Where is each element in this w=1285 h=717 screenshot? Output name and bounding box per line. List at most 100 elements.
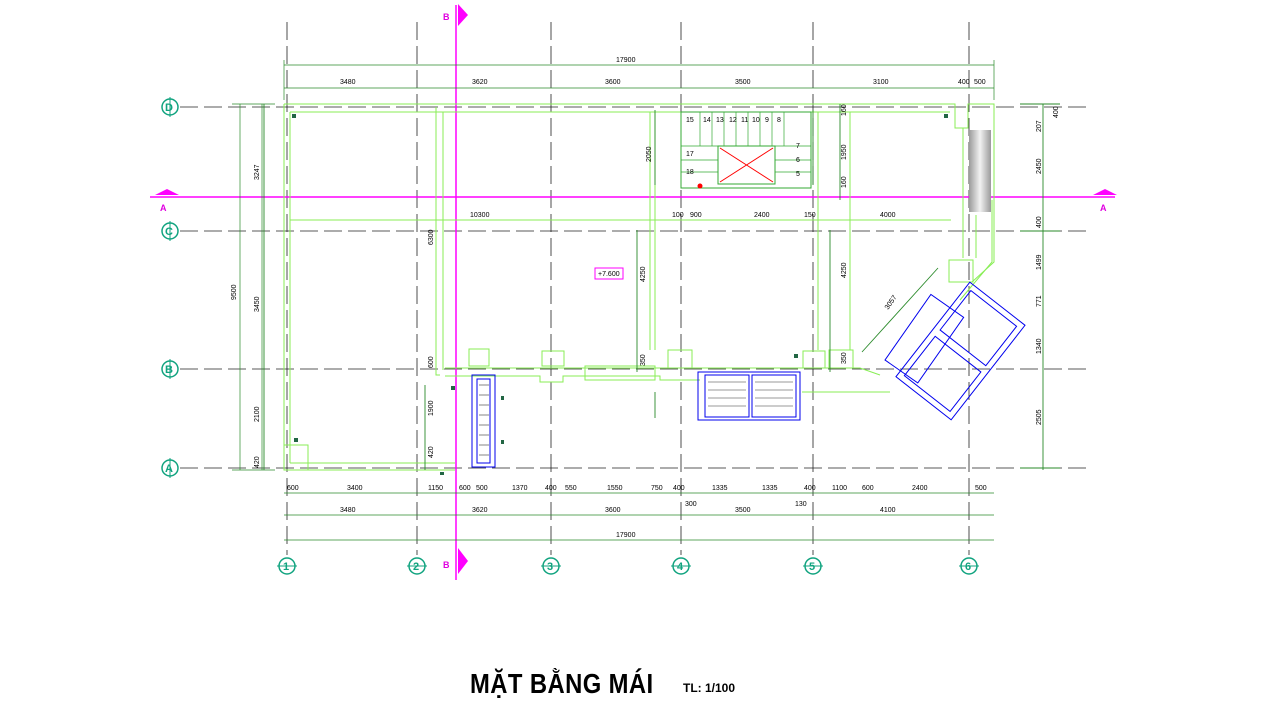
int-dim-1900: 1900: [428, 400, 435, 416]
stair-step-15: 15: [686, 117, 694, 124]
left-dim-2: 3450: [254, 296, 261, 312]
grid-row-a: A: [161, 458, 179, 478]
bot-detail-11: 400: [673, 485, 685, 492]
grid-col-2: 2: [407, 557, 427, 575]
bot-detail-18: 500: [975, 485, 987, 492]
svg-text:B: B: [165, 364, 173, 376]
svg-text:C: C: [165, 226, 173, 238]
int-dim-600: 600: [428, 356, 435, 368]
bot-detail-10: 750: [651, 485, 663, 492]
bot-detail-14: 400: [804, 485, 816, 492]
stair-step-6: 6: [796, 157, 800, 164]
top-dim-3: 3600: [605, 79, 621, 86]
staircase: 15 17 18 14 13 12 11 10 9 8 7 6 5: [680, 111, 812, 189]
elevation-mark: +7.600: [594, 267, 624, 280]
grid-row-c: C: [161, 221, 179, 241]
bot-detail-5: 500: [476, 485, 488, 492]
svg-text:5: 5: [809, 561, 815, 573]
section-a-label-left: A: [160, 203, 167, 213]
grid-col-4: 4: [671, 557, 691, 575]
int-dim-100: 100: [672, 212, 684, 219]
water-tank: [969, 130, 991, 212]
left-dimension-lines: [232, 103, 275, 471]
left-dim-4: 420: [254, 456, 261, 468]
top-dim-5: 3100: [873, 79, 889, 86]
bot-detail-3: 1150: [428, 485, 443, 492]
elevation-label: +7.600: [598, 271, 620, 278]
right-dim-5: 1499: [1036, 254, 1043, 270]
int-dim-350-a: 350: [640, 354, 647, 366]
bot-span-4: 3500: [735, 507, 751, 514]
stair-step-9: 9: [765, 117, 769, 124]
svg-text:3: 3: [547, 561, 553, 573]
svg-text:6: 6: [965, 561, 971, 573]
left-dim-3: 2100: [254, 406, 261, 422]
right-dim-1: 400: [1053, 106, 1060, 118]
bot-detail-12: 1335: [712, 485, 728, 492]
right-dim-8: 2505: [1036, 409, 1043, 425]
int-dim-4000: 4000: [880, 212, 896, 219]
left-total-dim: 9500: [231, 284, 238, 300]
bot-detail-17: 2400: [912, 485, 928, 492]
right-dim-2: 207: [1036, 120, 1043, 132]
column-bubbles: 1 2 3 4 5 6: [277, 557, 979, 575]
int-dim-350-b: 350: [841, 352, 848, 364]
top-dim-2: 3620: [472, 79, 488, 86]
int-dim-4250-a: 4250: [640, 266, 647, 282]
int-dim-10300: 10300: [470, 212, 490, 219]
bot-detail-1: 600: [287, 485, 299, 492]
int-dim-150: 150: [804, 212, 816, 219]
structure-lines: [263, 103, 1060, 470]
bot-detail-4: 600: [459, 485, 471, 492]
stair-step-11: 11: [741, 117, 748, 124]
bot-extra-300: 300: [685, 501, 697, 508]
grid-col-5: 5: [803, 557, 823, 575]
int-dim-2050: 2050: [646, 146, 653, 162]
bot-detail-15: 1100: [832, 485, 847, 492]
bot-span-5: 4100: [880, 507, 896, 514]
grid-col-6: 6: [959, 557, 979, 575]
bot-detail-8: 550: [565, 485, 577, 492]
bot-detail-2: 3400: [347, 485, 363, 492]
top-dimension-lines: [283, 60, 995, 100]
left-dim-1: 3247: [254, 164, 261, 180]
grid-row-b: B: [161, 359, 179, 379]
right-dim-7: 1340: [1036, 338, 1043, 354]
roof-panels: [471, 281, 1026, 468]
bot-extra-130: 130: [795, 501, 807, 508]
int-dim-4250-b: 4250: [841, 262, 848, 278]
top-dim-7: 500: [974, 79, 986, 86]
stair-step-5: 5: [796, 171, 800, 178]
bot-detail-16: 600: [862, 485, 874, 492]
bot-detail-6: 1370: [512, 485, 528, 492]
svg-text:A: A: [165, 463, 173, 475]
int-dim-diag: 3057: [884, 294, 899, 311]
drawing-title: MẶT BẰNG MÁI: [470, 668, 654, 699]
right-dim-4: 400: [1036, 216, 1043, 228]
int-dim-1950: 1950: [841, 144, 848, 160]
top-dim-4: 3500: [735, 79, 751, 86]
int-dim-6300: 6300: [428, 229, 435, 245]
top-dim-6: 400: [958, 79, 970, 86]
right-dim-3: 2450: [1036, 158, 1043, 174]
grid-col-3: 3: [541, 557, 561, 575]
top-total-dim: 17900: [616, 57, 636, 64]
int-dim-2400: 2400: [754, 212, 770, 219]
svg-text:2: 2: [413, 561, 419, 573]
stair-step-18: 18: [686, 169, 694, 176]
drawing-scale: TL: 1/100: [683, 681, 736, 695]
stair-step-13: 13: [716, 117, 724, 124]
svg-text:4: 4: [677, 561, 684, 573]
section-b-label-bottom: B: [443, 560, 450, 570]
svg-text:D: D: [165, 102, 173, 114]
bottom-dimension-lines: [284, 492, 994, 541]
grid-col-1: 1: [277, 557, 297, 575]
section-b-label-top: B: [443, 12, 450, 22]
bot-detail-13: 1335: [762, 485, 778, 492]
int-dim-160-b: 160: [841, 176, 848, 188]
bot-total-dim: 17900: [616, 532, 636, 539]
section-line-b: B B: [443, 4, 468, 580]
section-line-a: A A: [150, 189, 1117, 213]
stair-step-8: 8: [777, 117, 781, 124]
